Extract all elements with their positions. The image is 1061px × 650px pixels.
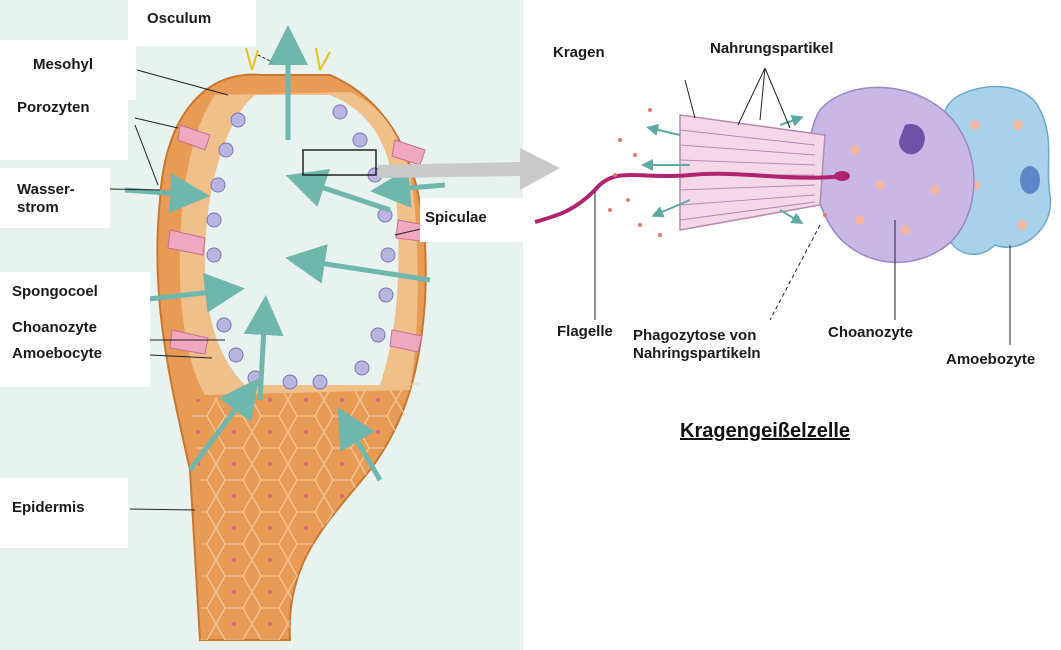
label-spiculae: Spiculae [425,209,487,227]
label-nahrungspartikel: Nahrungspartikel [710,40,833,58]
label-amoebocyte: Amoebocyte [12,345,102,363]
label-epidermis: Epidermis [12,499,85,517]
label-mesohyl: Mesohyl [33,56,93,74]
label-choanozyte-left: Choanozyte [12,319,97,337]
label-flagelle: Flagelle [557,323,613,341]
diagram-title: Kragengeißelzelle [680,420,850,443]
label-phagozytose: Phagozytose von Nahringspartikeln [633,327,761,363]
label-spongocoel: Spongocoel [12,283,98,301]
label-kragen: Kragen [553,44,605,62]
label-amoebozyte: Amoebozyte [946,351,1035,369]
label-porozyten: Porozyten [17,99,90,117]
label-choanozyte-right: Choanozyte [828,324,913,342]
choanocyte-body [800,87,974,262]
label-osculum: Osculum [147,10,211,28]
collar-cell [535,87,1050,263]
label-wasserstrom: Wasser- strom [17,181,75,217]
